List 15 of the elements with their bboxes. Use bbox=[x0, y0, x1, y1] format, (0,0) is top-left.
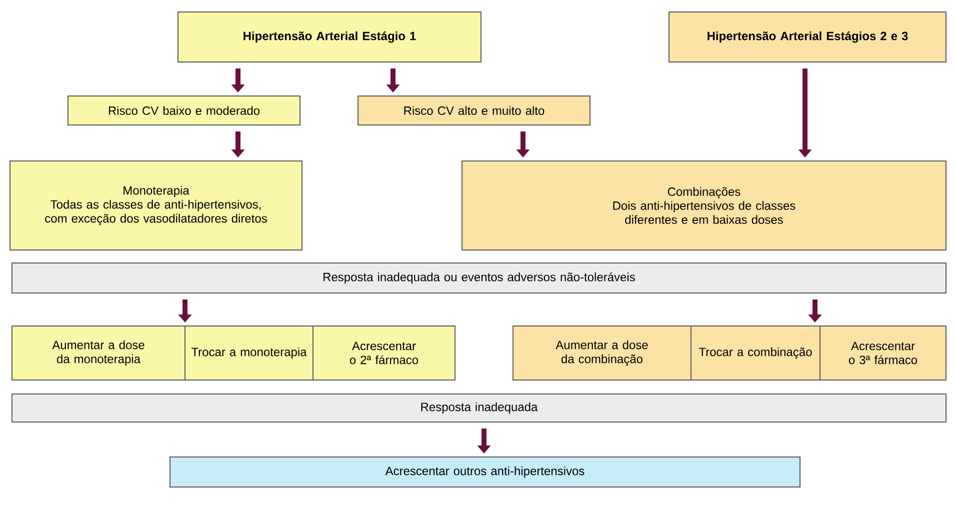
response-bar: Resposta inadequada ou eventos adversos não-toleráveis bbox=[12, 262, 946, 294]
option-cell: Acrescentar o 2ª fármaco bbox=[312, 326, 456, 380]
risk-box: Risco CV baixo e moderado bbox=[68, 96, 300, 126]
option-cell: Trocar a monoterapia bbox=[184, 326, 314, 380]
stage-box: Hipertensão Arterial Estágio 1 bbox=[178, 12, 482, 62]
therapy-box: Monoterapia Todas as classes de anti-hipertensivos, com exceção dos vasodilatadores diretos bbox=[10, 160, 302, 250]
response-bar: Resposta inadequada bbox=[12, 394, 946, 422]
stage-box: Hipertensão Arterial Estágios 2 e 3 bbox=[668, 12, 946, 62]
option-cell: Aumentar a dose da combinação bbox=[512, 326, 692, 380]
action-box: Acrescentar outros anti-hipertensivos bbox=[170, 456, 800, 488]
option-cell: Aumentar a dose da monoterapia bbox=[12, 326, 186, 380]
option-cell: Trocar a combinação bbox=[690, 326, 820, 380]
option-cell: Acrescentar o 3ª fármaco bbox=[820, 326, 946, 380]
therapy-box: Combinações Dois anti-hipertensivos de classes diferentes e em baixas doses bbox=[462, 160, 946, 250]
risk-box: Risco CV alto e muito alto bbox=[358, 96, 590, 126]
